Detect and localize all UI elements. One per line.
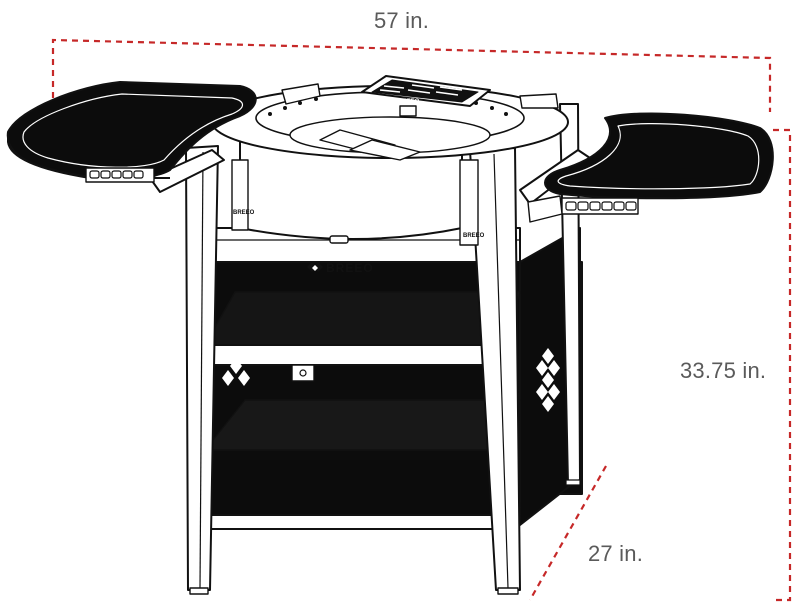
foot-back: [565, 479, 581, 486]
bracket-bolt: [299, 369, 307, 377]
depth-dimension-label: 27 in.: [588, 541, 644, 566]
lower-shelf-surface: [204, 399, 521, 451]
diamond-cutout-right: [536, 348, 560, 412]
bowl-bracket-right: [459, 159, 479, 246]
grill-grate: [361, 75, 491, 117]
diamond-cutout-left: [222, 358, 250, 386]
fire-pit-insert: [319, 129, 421, 161]
bottom-rail: [204, 514, 503, 530]
grate-brand-text: BREEO: [398, 99, 420, 105]
bowl-brand-text-right: BREEO: [463, 233, 485, 239]
width-dimension-label: 57 in.: [374, 8, 430, 33]
dimension-lines: [51, 38, 792, 602]
height-dimension-label: 33.75 in.: [680, 358, 767, 383]
brand-logo-text: BREEO: [326, 261, 374, 275]
height-dimension-line: [773, 128, 792, 602]
depth-dimension-line: [529, 465, 607, 601]
ring-vent-holes: [268, 97, 508, 116]
right-back-bracket: [519, 93, 559, 109]
foot-left: [189, 587, 209, 595]
right-side-table: [527, 112, 774, 223]
breeo-logo-icon: [307, 262, 323, 272]
fire-pit-bowl: [239, 137, 463, 240]
bowl-brand-text-left: BREEO: [233, 210, 255, 216]
left-side-arm: [149, 149, 225, 193]
bowl-bracket-left: [231, 159, 249, 231]
bowl-handle: [329, 235, 349, 244]
left-side-table: [6, 81, 257, 183]
left-back-bracket: [281, 83, 321, 105]
foot-right: [497, 587, 519, 595]
shelf-divider-rail: [204, 344, 503, 366]
upper-shelf-surface: [204, 291, 521, 346]
